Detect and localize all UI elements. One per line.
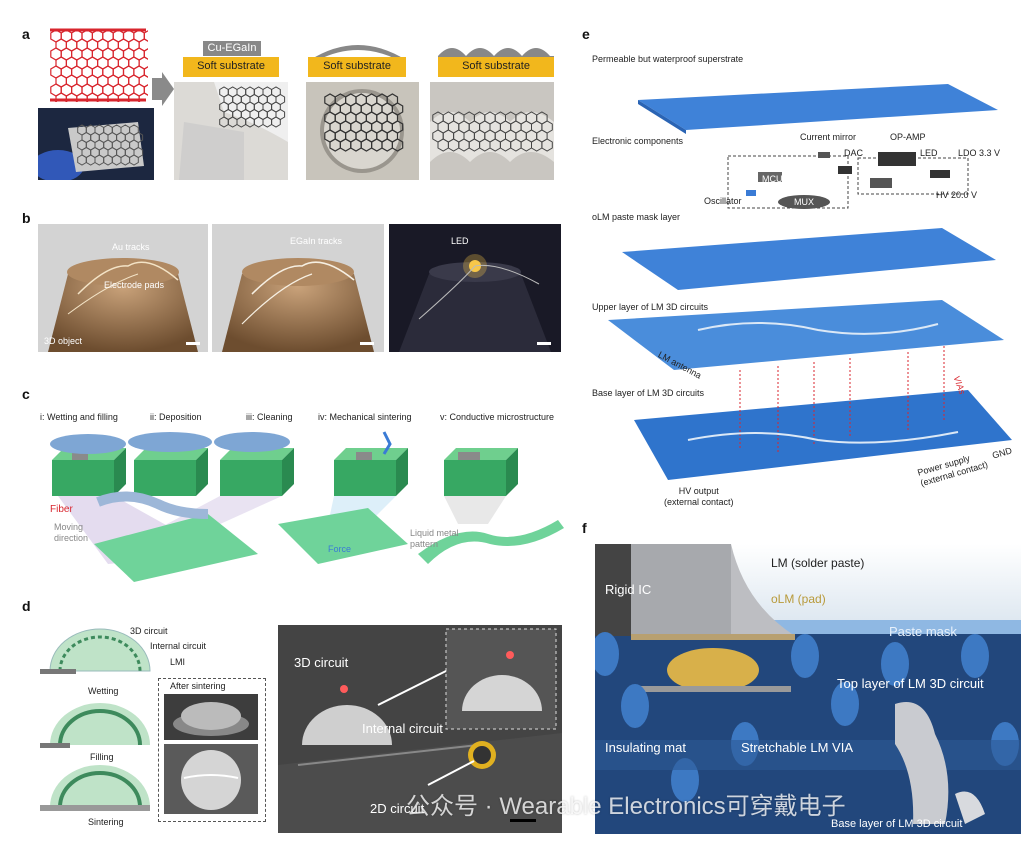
2d-circuit-photo-label: 2D circuit	[370, 801, 425, 816]
panel-label-d: d	[22, 598, 31, 614]
sintering-label: Sintering	[88, 817, 124, 827]
circuit-photo: 3D circuit Internal circuit 2D circuit	[278, 625, 562, 833]
watermark: 公众号 · Wearable Electronics可穿戴电子	[406, 793, 846, 820]
panel-label-b: b	[22, 210, 31, 226]
after-sintering-bottom-photo	[164, 744, 258, 814]
step-iii-label: iii: Cleaning	[246, 412, 293, 422]
soft-substrate-curved: Soft substrate	[308, 57, 406, 77]
led-photo: LED	[389, 224, 561, 352]
after-sintering-label: After sintering	[170, 681, 226, 691]
au-tracks-photo: Au tracks Electrode pads 3D object	[38, 224, 208, 352]
superstrate-label: Permeable but waterproof superstrate	[592, 54, 744, 64]
soft-substrate-flat: Soft substrate	[183, 57, 279, 77]
hand-held-mesh-photo	[38, 108, 154, 180]
base-layer-f-label: Base layer of LM 3D circuit	[831, 818, 963, 830]
internal-circuit-diagram-label: Internal circuit	[150, 641, 207, 651]
upper-layer-label: Upper layer of LM 3D circuits	[592, 302, 709, 312]
step-i-label: i: Wetting and filling	[40, 412, 118, 422]
wetting-label: Wetting	[88, 686, 119, 696]
led-e-label: LED	[920, 148, 938, 158]
led-label: LED	[451, 236, 469, 246]
panel-label-f: f	[582, 520, 587, 536]
base-layer-label: Base layer of LM 3D circuits	[592, 388, 705, 398]
wavy-mesh-photo	[430, 82, 554, 180]
ldo-label: LDO 3.3 V	[958, 148, 1001, 158]
soft-substrate-wavy: Soft substrate	[438, 57, 554, 77]
rigid-ic-label: Rigid IC	[605, 582, 652, 597]
internal-circuit-photo-label: Internal circuit	[362, 721, 443, 736]
cu-egain-layer: Cu-EGaIn	[203, 41, 261, 56]
egain-tracks-label: EGaIn tracks	[290, 236, 343, 246]
hv-output-label: HV output (external contact)	[664, 486, 734, 507]
after-sintering-top-photo	[164, 694, 258, 740]
panel-label-a: a	[22, 26, 30, 42]
panel-label-c: c	[22, 386, 30, 402]
liquid-metal-label: Liquid metal pattern	[410, 528, 459, 549]
olm-pad-label: oLM (pad)	[771, 592, 826, 606]
filling-label: Filling	[90, 752, 114, 762]
hex-mesh-illustration	[48, 28, 148, 102]
insulating-mat-label: Insulating mat	[605, 740, 686, 755]
step-ii-label: ii: Deposition	[150, 412, 202, 422]
fabrication-illustration: Fiber Moving direction Force Liquid meta…	[38, 424, 566, 582]
step-iv-label: iv: Mechanical sintering	[318, 412, 412, 422]
top-layer-label: Top layer of LM 3D circuit	[837, 676, 984, 691]
au-tracks-label: Au tracks	[112, 242, 150, 252]
hv-label: HV 20.0 V	[936, 190, 978, 200]
after-sintering-box	[158, 678, 266, 822]
panel-label-e: e	[582, 26, 590, 42]
dac-label: DAC	[844, 148, 864, 158]
current-mirror-label: Current mirror	[800, 132, 857, 142]
egain-tracks-photo: EGaIn tracks	[212, 224, 384, 352]
electronic-components-label: Electronic components	[592, 136, 684, 146]
op-amp-label: OP-AMP	[890, 132, 926, 142]
peeling-mesh-photo	[174, 82, 288, 180]
process-arrow-icon	[152, 72, 174, 106]
3d-circuit-diagram-label: 3D circuit	[130, 626, 168, 636]
3d-object-label: 3D object	[44, 336, 83, 346]
lmi-label: LMI	[170, 657, 186, 667]
dome-process-diagrams	[40, 615, 160, 830]
dome-mesh-photo	[306, 82, 419, 180]
olm-mask-label: oLM paste mask layer	[592, 212, 681, 222]
fiber-label: Fiber	[50, 504, 73, 515]
lm-via-label: Stretchable LM VIA	[741, 740, 853, 755]
electrode-pads-label: Electrode pads	[104, 280, 165, 290]
oscillator-label: Oscillator	[704, 196, 742, 206]
paste-mask-label: Paste mask	[889, 624, 957, 639]
3d-circuit-photo-label: 3D circuit	[294, 655, 349, 670]
moving-direction-label: Moving direction	[54, 522, 89, 543]
force-label: Force	[328, 544, 352, 554]
mux-label: MUX	[794, 197, 814, 207]
mcu-label: MCU	[762, 174, 783, 184]
lm-solder-label: LM (solder paste)	[771, 556, 865, 570]
cross-section-illustration: Rigid IC LM (solder paste) oLM (pad) Pas…	[595, 544, 1021, 834]
step-v-label: v: Conductive microstructure	[440, 412, 555, 422]
exploded-layers-illustration: Permeable but waterproof superstrate Ele…	[578, 40, 1023, 510]
curved-layer-diagram	[308, 36, 408, 62]
